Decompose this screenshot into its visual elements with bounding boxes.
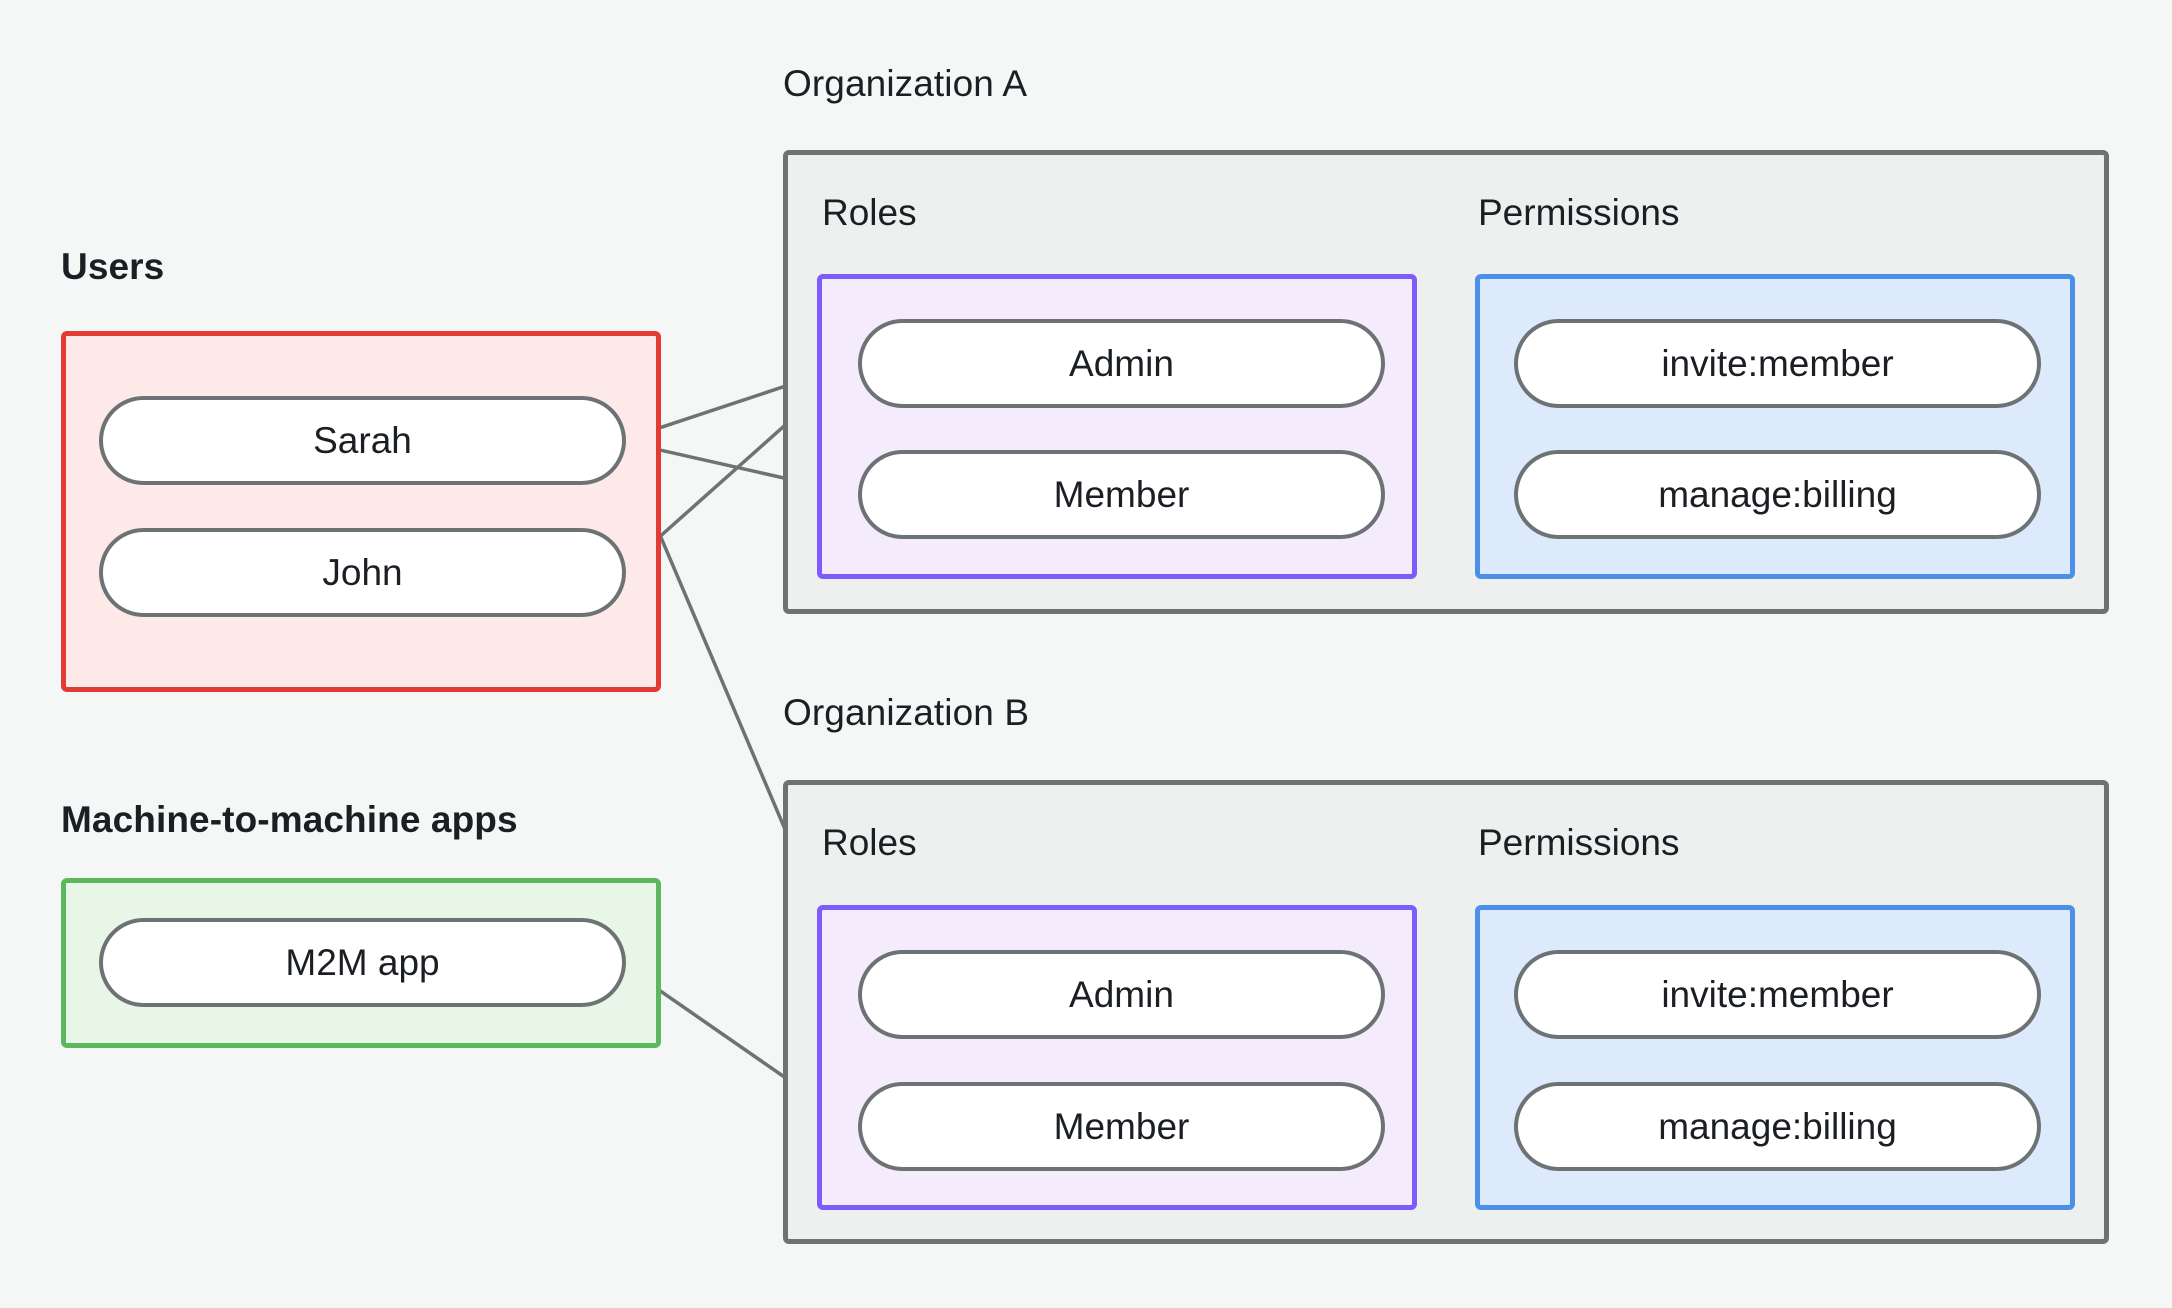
organization-a-permissions-label: Permissions	[1478, 192, 1680, 233]
user-node-label: John	[322, 551, 403, 593]
role-node-label: Admin	[1069, 973, 1174, 1015]
user-node-john[interactable]: John	[99, 528, 626, 617]
organization-a-permission-manage-billing[interactable]: manage:billing	[1514, 450, 2041, 539]
organization-b-role-member[interactable]: Member	[858, 1082, 1385, 1171]
user-node-sarah[interactable]: Sarah	[99, 396, 626, 485]
permission-node-label: invite:member	[1661, 342, 1894, 384]
m2m-caption: Machine-to-machine apps	[61, 799, 518, 840]
organization-b-roles-label: Roles	[822, 822, 917, 863]
permission-node-label: invite:member	[1661, 973, 1894, 1015]
organization-a-roles-label: Roles	[822, 192, 917, 233]
permission-node-label: manage:billing	[1658, 473, 1897, 515]
organization-b-permission-invite-member[interactable]: invite:member	[1514, 950, 2041, 1039]
m2m-node-app[interactable]: M2M app	[99, 918, 626, 1007]
user-node-label: Sarah	[313, 419, 412, 461]
permission-node-label: manage:billing	[1658, 1105, 1897, 1147]
users-caption: Users	[61, 246, 165, 287]
role-node-label: Member	[1053, 473, 1190, 515]
organization-a-role-admin[interactable]: Admin	[858, 319, 1385, 408]
organization-a-caption: Organization A	[783, 63, 1028, 104]
organization-b-caption: Organization B	[783, 692, 1030, 733]
organization-b-role-admin[interactable]: Admin	[858, 950, 1385, 1039]
organization-a-permission-invite-member[interactable]: invite:member	[1514, 319, 2041, 408]
users-group	[61, 331, 661, 692]
organization-b-permissions-label: Permissions	[1478, 822, 1680, 863]
organization-b-permission-manage-billing[interactable]: manage:billing	[1514, 1082, 2041, 1171]
organization-a-role-member[interactable]: Member	[858, 450, 1385, 539]
m2m-node-label: M2M app	[285, 941, 440, 983]
role-node-label: Member	[1053, 1105, 1190, 1147]
role-node-label: Admin	[1069, 342, 1174, 384]
